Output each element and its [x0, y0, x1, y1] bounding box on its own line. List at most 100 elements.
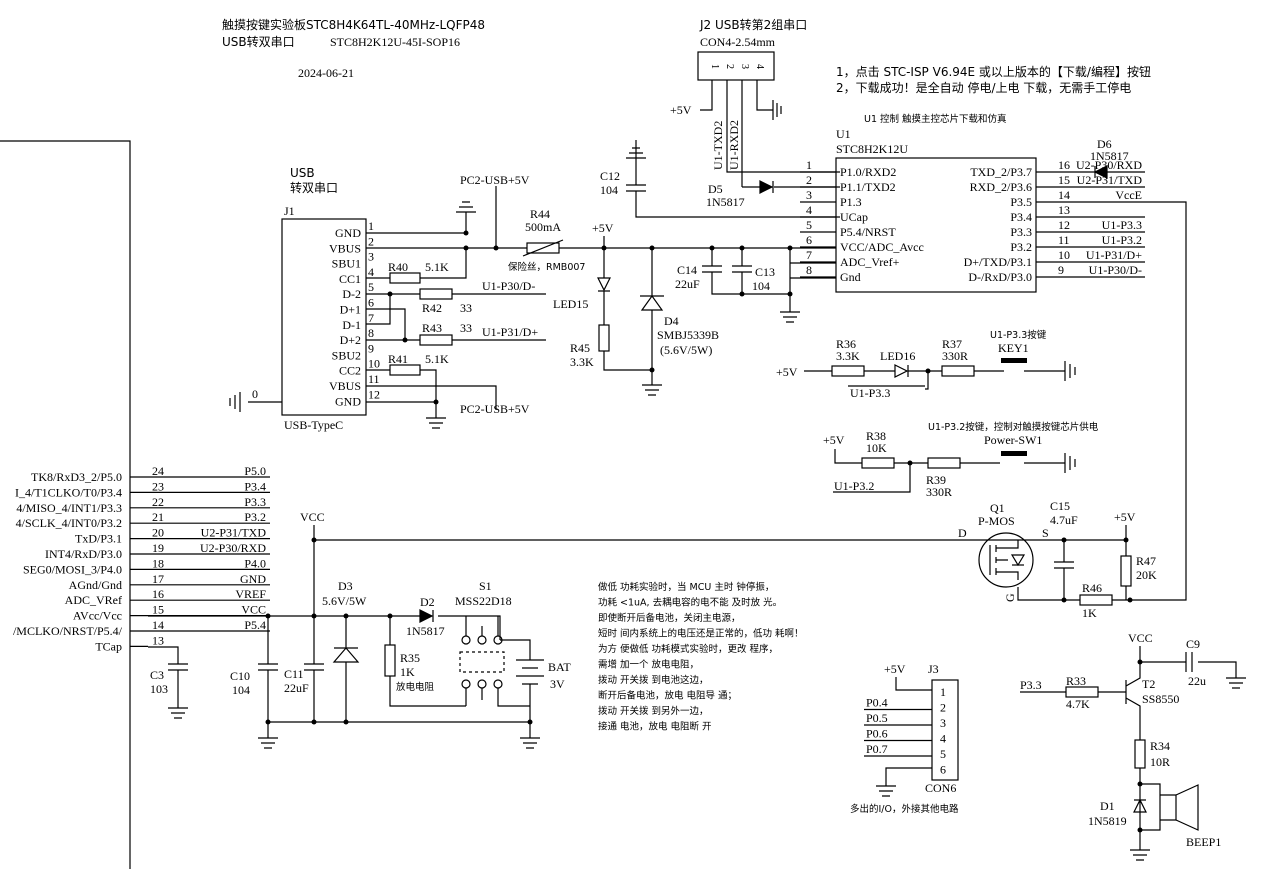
j3-pin-num: 4	[940, 732, 946, 746]
svg-text:C15: C15	[1050, 499, 1070, 513]
u1-ref: U1	[836, 127, 851, 141]
svg-text:5.6V/5W: 5.6V/5W	[322, 594, 367, 608]
usb-pin-name: VBUS	[329, 379, 361, 393]
svg-text:D2: D2	[420, 595, 435, 609]
c3-capacitor: C3 103	[148, 646, 188, 719]
mcu-pin-name: TCap	[95, 639, 122, 653]
u1-pin-name: P3.3	[1010, 225, 1032, 239]
svg-text:T2: T2	[1142, 677, 1155, 691]
key1-circuit: U1-P3.3按键 KEY1 +5V R36 3.3K LED16 R37 33…	[776, 329, 1076, 400]
svg-text:+5V: +5V	[776, 365, 798, 379]
svg-text:R35: R35	[400, 651, 420, 665]
power-switch-circuit: U1-P3.2按键，控制对触摸按键芯片供电 Power-SW1 +5V R38 …	[823, 421, 1099, 499]
c10-c11: C10 104 C11 22uF	[230, 616, 324, 722]
svg-text:(5.6V/5W): (5.6V/5W)	[660, 343, 712, 357]
s1-switch: S1 MSS22D18	[455, 579, 530, 707]
svg-text:C12: C12	[600, 169, 620, 183]
note-line: 为方 便做低 功耗模式实验时，更改 程序，	[598, 643, 778, 655]
u1-pin-num: 10	[1058, 248, 1070, 262]
svg-text:4.7K: 4.7K	[1066, 697, 1090, 711]
j3-net-label: P0.7	[866, 742, 888, 756]
svg-text:R46: R46	[1082, 581, 1102, 595]
u1-net-label: U1-P3.2	[1102, 233, 1142, 247]
mcu-net-label: VCC	[241, 603, 266, 617]
mcu-pin-name: AVcc/Vcc	[73, 609, 122, 623]
svg-text:G: G	[1003, 593, 1017, 602]
usb-part: USB-TypeC	[284, 418, 343, 432]
d5-diode: D5 1N5817	[706, 180, 840, 209]
svg-text:BAT: BAT	[548, 660, 571, 674]
d4-tvs: D4 SMBJ5339B (5.6V/5W)	[640, 248, 719, 396]
usb-pin-name: GND	[335, 226, 361, 240]
usb-pin-name: CC1	[339, 272, 361, 286]
note-line: 接通 电池，放电 电阻断 开	[598, 721, 712, 733]
u1-pin-num: 9	[1058, 263, 1064, 277]
note-top-2: 2，下载成功！是全自动 停电/上电 下载，无需手工停电	[836, 80, 1131, 95]
svg-text:C13: C13	[755, 265, 775, 279]
u1-pin-name: P1.0/RXD2	[840, 165, 896, 179]
u1-pin-name: UCap	[840, 210, 868, 224]
usb-pin-name: D-1	[342, 318, 361, 332]
usb-pin-name: VBUS	[329, 241, 361, 255]
svg-text:J3: J3	[928, 662, 939, 676]
mcu-pin-num: 19	[152, 541, 164, 555]
svg-text:SMBJ5339B: SMBJ5339B	[657, 328, 719, 342]
svg-text:1N5817: 1N5817	[1090, 149, 1129, 163]
svg-text:103: 103	[150, 682, 168, 696]
svg-text:BEEP1: BEEP1	[1186, 835, 1221, 849]
svg-text:+5V: +5V	[884, 662, 906, 676]
j2-part: CON4-2.54mm	[700, 35, 776, 49]
svg-text:MSS22D18: MSS22D18	[455, 594, 512, 608]
mcu-net-label: P5.4	[244, 618, 266, 632]
svg-text:10R: 10R	[1150, 755, 1170, 769]
svg-text:4: 4	[754, 64, 765, 69]
svg-text:5.1K: 5.1K	[425, 260, 449, 274]
usb-pin-num: 2	[368, 234, 374, 248]
u1-pin-num: 14	[1058, 188, 1070, 202]
svg-text:R42: R42	[422, 301, 442, 315]
svg-text:R34: R34	[1150, 739, 1170, 753]
usb-pin-num: 11	[368, 372, 380, 386]
mcu-pin-name: /MCLKO/NRST/P5.4/	[13, 624, 123, 638]
svg-text:R38: R38	[866, 429, 886, 443]
svg-text:10K: 10K	[866, 441, 887, 455]
title-line1: 触摸按键实验板STC8H4K64TL-40MHz-LQFP48	[222, 17, 485, 32]
svg-text:3.3K: 3.3K	[570, 355, 594, 369]
svg-text:保险丝，RMB007: 保险丝，RMB007	[508, 261, 585, 273]
usb-pin-num: 6	[368, 296, 374, 310]
svg-text:D3: D3	[338, 579, 353, 593]
svg-text:R45: R45	[570, 341, 590, 355]
mcu-pin-num: 16	[152, 587, 164, 601]
svg-text:Power-SW1: Power-SW1	[984, 433, 1042, 447]
usb-pin-name: D+1	[340, 303, 361, 317]
note-line: 断开后备电池，放电 电阻导 通；	[598, 690, 737, 702]
svg-text:LED16: LED16	[880, 349, 915, 363]
svg-text:+5V: +5V	[670, 103, 692, 117]
mcu-pin-name: INT4/RxD/P3.0	[45, 547, 122, 561]
svg-text:1N5819: 1N5819	[1088, 814, 1127, 828]
note-line: 拨动 开关拨 到电池这边，	[598, 674, 709, 686]
svg-text:D4: D4	[664, 314, 679, 328]
svg-text:U1-P31/D+: U1-P31/D+	[482, 325, 538, 339]
c12-capacitor: C12 104	[600, 140, 840, 218]
usb-pin-num: 1	[368, 219, 374, 233]
svg-text:R40: R40	[388, 260, 408, 274]
svg-text:U1-P3.3: U1-P3.3	[850, 386, 890, 400]
svg-text:1K: 1K	[400, 665, 415, 679]
usb-pin-name: CC2	[339, 364, 361, 378]
svg-text:R41: R41	[388, 352, 408, 366]
svg-text:R47: R47	[1136, 554, 1156, 568]
u1-pin-name: RXD_2/P3.6	[970, 180, 1032, 194]
mcu-net-label: P5.0	[244, 464, 266, 478]
u1-pin-num: 13	[1058, 203, 1070, 217]
svg-text:U1-P3.2按键，控制对触摸按键芯片供电: U1-P3.2按键，控制对触摸按键芯片供电	[928, 421, 1099, 433]
u1-pin-num: 15	[1058, 173, 1070, 187]
svg-text:SS8550: SS8550	[1142, 692, 1179, 706]
u1-pin-num: 1	[806, 158, 812, 172]
svg-text:3: 3	[739, 64, 750, 69]
usb-pin-name: GND	[335, 394, 361, 408]
svg-text:PC2-USB+5V: PC2-USB+5V	[460, 402, 530, 416]
usb-pin-num: 4	[368, 265, 374, 279]
mcu-pin-num: 22	[152, 495, 164, 509]
